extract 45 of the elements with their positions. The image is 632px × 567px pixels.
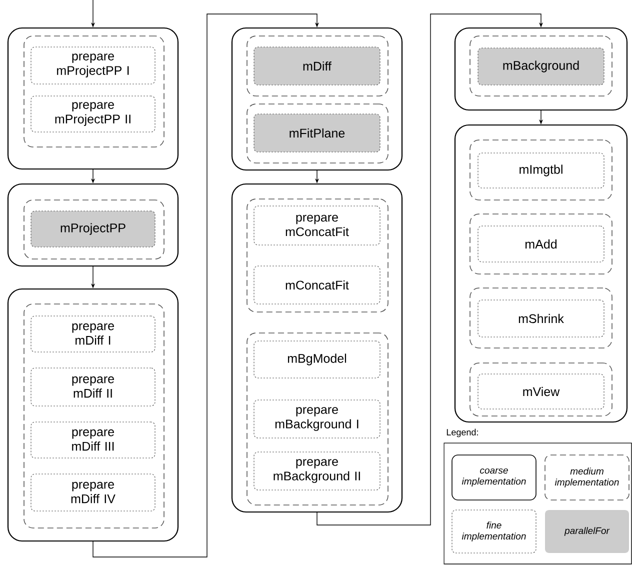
legend-sample: coarse implementation (452, 454, 536, 500)
fine-box: mAdd (478, 226, 604, 262)
fine-box: mShrink (478, 300, 604, 338)
coarse-box (7, 27, 179, 170)
coarse-box (231, 27, 403, 171)
fine-box: mConcatFit (254, 266, 380, 304)
coarse-box (7, 288, 179, 542)
fine-box: prepare mBackground II (254, 452, 380, 490)
medium-box (470, 362, 612, 416)
medium-box (470, 214, 612, 274)
legend-sample: fine implementation (452, 510, 536, 554)
fine-box: mView (478, 374, 604, 410)
coarse-box (231, 183, 403, 513)
parallel-box: mBackground (478, 48, 604, 86)
fine-box: mBgModel (254, 340, 380, 378)
medium-box (246, 104, 388, 164)
fine-box: prepare mDiff IV (30, 474, 156, 512)
fine-box: prepare mBackground I (254, 400, 380, 438)
medium-box (246, 198, 388, 312)
parallel-box: mFitPlane (254, 114, 380, 152)
medium-box (470, 36, 612, 96)
medium-box (24, 304, 164, 528)
fine-box: prepare mProjectPP I (30, 46, 156, 84)
fine-box: prepare mProjectPP II (30, 96, 156, 132)
legend-sample: parallelFor (545, 510, 629, 553)
fine-box: prepare mDiff II (30, 368, 156, 406)
fine-box: prepare mConcatFit (254, 206, 380, 246)
arrow (316, 14, 544, 526)
medium-box (470, 140, 612, 200)
medium-box (246, 332, 388, 506)
arrow (92, 14, 320, 558)
coarse-box (454, 124, 628, 423)
medium-box (24, 200, 164, 260)
medium-box (246, 36, 388, 96)
parallel-box: mProjectPP (30, 210, 156, 248)
parallel-box: mDiff (254, 46, 380, 86)
coarse-box (454, 27, 628, 111)
medium-box (470, 288, 612, 348)
fine-box: mImgtbl (478, 152, 604, 188)
medium-box (24, 36, 164, 148)
coarse-box (7, 183, 179, 267)
fine-box: prepare mDiff III (30, 422, 156, 458)
fine-box: prepare mDiff I (30, 316, 156, 352)
legend-title: Legend: (446, 428, 478, 438)
legend-sample: medium implementation (544, 454, 630, 500)
